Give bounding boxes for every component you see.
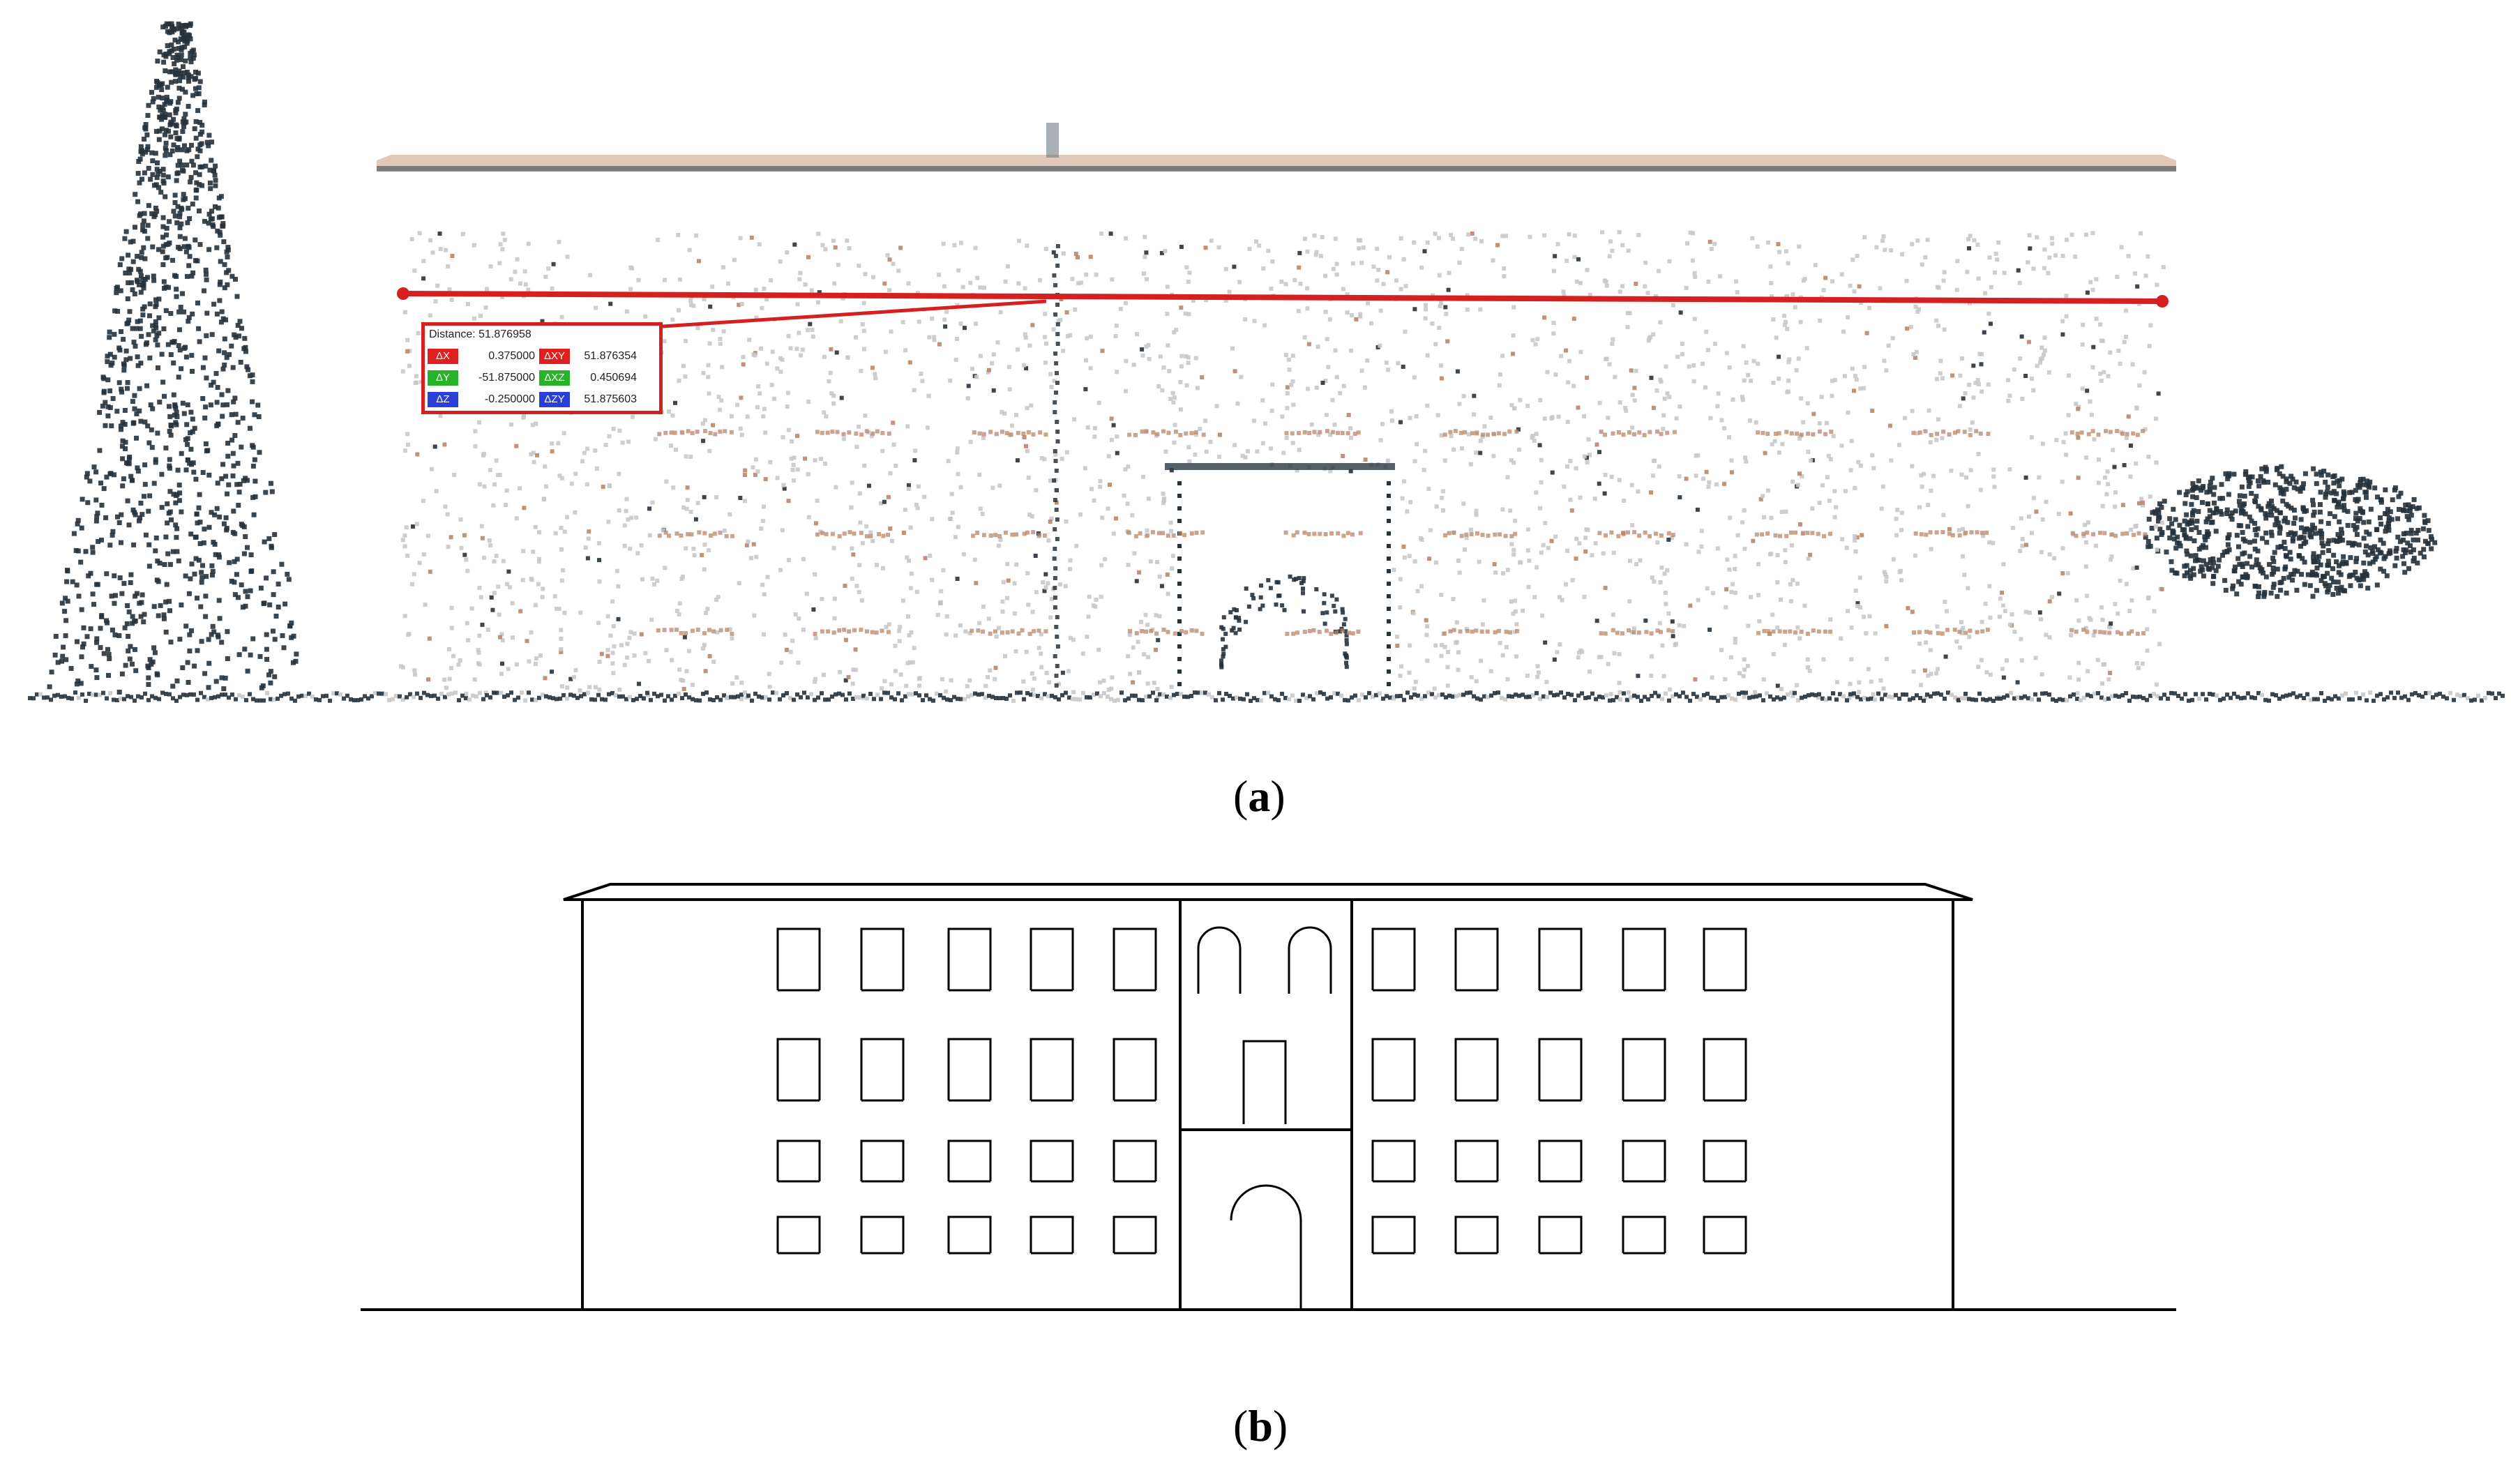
window-outline	[1371, 1038, 1416, 1102]
central-window	[1242, 1040, 1287, 1124]
window-outline	[1538, 927, 1583, 992]
delta-x-value: 0.375000	[488, 350, 535, 362]
window-outline	[947, 1140, 992, 1183]
window-outline	[1622, 1038, 1666, 1102]
bush-point-cloud	[2143, 464, 2438, 599]
window-outline	[1113, 1038, 1157, 1102]
measure-row: ΔX 0.375000 ΔXY 51.876354	[428, 348, 641, 365]
window-outline	[1703, 1038, 1747, 1102]
measurement-panel: Distance: 51.876958 ΔX 0.375000 ΔXY 51.8763…	[421, 322, 663, 414]
window-outline	[947, 927, 992, 992]
window-outline	[1622, 927, 1666, 992]
window-outline	[1703, 1216, 1747, 1255]
measure-row: ΔY -51.875000 ΔXZ 0.450694	[428, 370, 641, 386]
window-outline	[776, 1140, 821, 1183]
window-rows	[656, 429, 2148, 636]
roof-outline	[563, 883, 1973, 901]
roof-point-cloud	[377, 123, 2176, 172]
delta-zy-value: 51.875603	[584, 393, 637, 405]
arched-window	[1197, 926, 1242, 994]
window-outline	[1030, 927, 1074, 992]
window-outline	[1538, 1038, 1583, 1102]
door-point-cloud	[1165, 463, 1395, 470]
measure-row: ΔZ -0.250000 ΔZY 51.875603	[428, 391, 641, 408]
arched-door	[1230, 1184, 1302, 1310]
window-outline	[1538, 1140, 1583, 1183]
delta-z-label: ΔZ	[428, 392, 458, 407]
window-outline	[1454, 927, 1499, 992]
delta-xz-value: 0.450694	[590, 372, 637, 384]
window-outline	[1622, 1140, 1666, 1183]
window-outline	[1113, 927, 1157, 992]
delta-y-value: -51.875000	[478, 372, 535, 384]
window-outline	[947, 1216, 992, 1255]
window-outline	[776, 1038, 821, 1102]
window-outline	[1371, 1140, 1416, 1183]
window-outline	[776, 927, 821, 992]
caption-b: (b)	[1233, 1401, 1288, 1451]
measure-end-point[interactable]	[2156, 295, 2169, 308]
window-outline	[776, 1216, 821, 1255]
delta-xy-label: ΔXY	[539, 349, 570, 364]
caption-a: (a)	[1233, 771, 1285, 821]
window-outline	[1703, 927, 1747, 992]
window-outline	[860, 1216, 905, 1255]
point-cloud-panel	[28, 21, 2505, 703]
delta-z-value: -0.250000	[484, 393, 535, 405]
window-outline	[860, 1140, 905, 1183]
drawing-windows	[776, 927, 1747, 1255]
window-outline	[1703, 1140, 1747, 1183]
window-outline	[1622, 1216, 1666, 1255]
window-outline	[1454, 1216, 1499, 1255]
delta-xy-value: 51.876354	[584, 350, 637, 362]
arched-window	[1288, 926, 1332, 994]
tree-point-cloud	[47, 21, 299, 695]
window-outline	[1538, 1216, 1583, 1255]
window-outline	[1454, 1038, 1499, 1102]
delta-zy-label: ΔZY	[539, 392, 570, 407]
delta-y-label: ΔY	[428, 370, 458, 386]
window-outline	[1371, 1216, 1416, 1255]
window-outline	[1113, 1140, 1157, 1183]
ground-point-cloud	[28, 690, 2505, 703]
window-outline	[1454, 1140, 1499, 1183]
window-outline	[1030, 1140, 1074, 1183]
window-outline	[1030, 1216, 1074, 1255]
elevation-drawing	[361, 883, 2176, 1311]
distance-label: Distance: 51.876958	[429, 328, 531, 340]
measure-start-point[interactable]	[397, 287, 409, 300]
window-outline	[860, 1038, 905, 1102]
window-outline	[1030, 1038, 1074, 1102]
measurement-line	[397, 287, 2169, 328]
delta-x-label: ΔX	[428, 349, 458, 364]
window-outline	[1371, 927, 1416, 992]
delta-xz-label: ΔXZ	[539, 370, 570, 386]
window-outline	[1113, 1216, 1157, 1255]
window-outline	[947, 1038, 992, 1102]
window-outline	[860, 927, 905, 992]
facade-point-cloud	[399, 230, 2166, 702]
